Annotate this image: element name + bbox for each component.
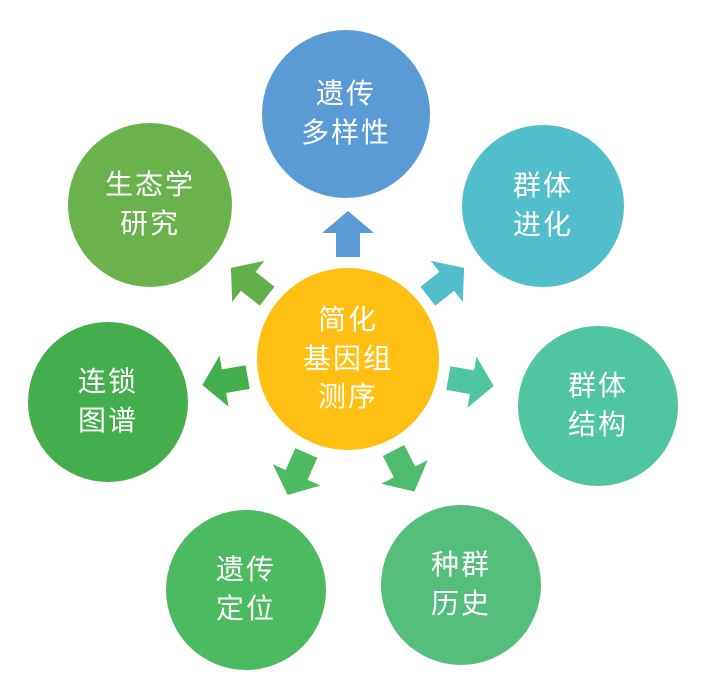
label-line: 测序 <box>317 381 378 413</box>
arrow-down-left-icon <box>272 448 321 496</box>
node-population-structure-label: 群体 结构 <box>568 367 628 444</box>
arrow-up-icon <box>322 211 374 257</box>
label-line: 基因组 <box>302 342 393 374</box>
label-line: 进化 <box>512 209 573 240</box>
label-line: 连锁 <box>77 366 138 398</box>
arrow-down-right-icon <box>381 445 428 492</box>
node-genetic-mapping: 遗传 定位 <box>166 510 326 670</box>
label-line: 简化 <box>317 304 378 336</box>
node-ecology-research: 生态学 研究 <box>68 123 232 287</box>
node-linkage-map-label: 连锁 图谱 <box>78 363 138 440</box>
label-line: 图谱 <box>77 405 138 436</box>
label-line: 生态学 <box>104 169 195 201</box>
node-population-structure: 群体 结构 <box>518 326 678 486</box>
node-genetic-diversity: 遗传 多样性 <box>262 30 430 198</box>
node-linkage-map: 连锁 图谱 <box>28 322 188 482</box>
node-center-simplified-genome-sequencing: 简化 基因组 测序 <box>257 268 439 450</box>
label-line: 遗传 <box>315 78 376 110</box>
label-line: 结构 <box>567 409 628 440</box>
label-line: 研究 <box>119 208 180 239</box>
node-population-evolution-label: 群体 进化 <box>513 167 573 244</box>
label-line: 多样性 <box>300 117 391 148</box>
arrow-right-icon <box>446 356 494 408</box>
node-population-history-label: 种群 历史 <box>431 546 491 623</box>
node-population-history: 种群 历史 <box>381 505 541 665</box>
node-ecology-research-label: 生态学 研究 <box>105 166 195 243</box>
arrow-left-icon <box>202 355 250 407</box>
node-genetic-diversity-label: 遗传 多样性 <box>301 75 391 152</box>
label-line: 群体 <box>512 170 573 202</box>
label-line: 群体 <box>567 370 628 402</box>
label-line: 遗传 <box>215 554 276 586</box>
label-line: 历史 <box>430 588 491 619</box>
node-genetic-mapping-label: 遗传 定位 <box>216 551 276 628</box>
node-population-evolution: 群体 进化 <box>462 125 624 287</box>
label-line: 种群 <box>430 549 491 581</box>
label-line: 定位 <box>215 593 276 624</box>
node-center-label: 简化 基因组 测序 <box>303 301 393 417</box>
